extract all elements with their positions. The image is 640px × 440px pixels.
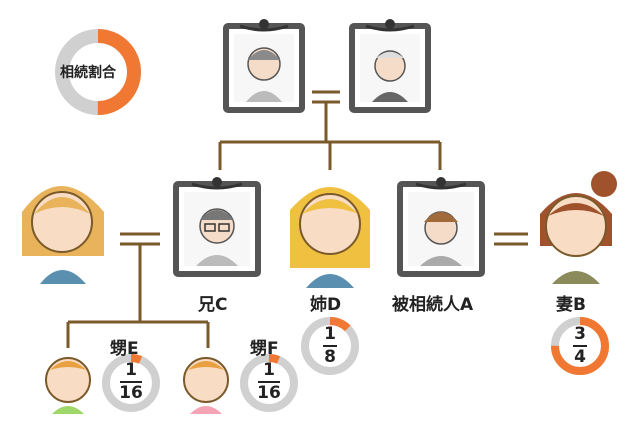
share-arc — [240, 354, 298, 412]
label-nephew-f: 甥F — [250, 339, 279, 359]
grandmother-portrait-frame — [223, 19, 305, 113]
label-sister-d: 姉D — [310, 295, 342, 315]
brother-c-spouse-avatar — [22, 186, 104, 284]
nephew-f-avatar — [183, 357, 229, 414]
share-arc — [301, 317, 359, 375]
fraction-bar — [573, 345, 587, 347]
fraction-bar — [258, 381, 280, 383]
label-brother-c: 兄C — [198, 295, 228, 315]
nephew-e-avatar — [45, 357, 91, 414]
grandfather-portrait-frame — [349, 19, 431, 113]
fraction-wife-b: 3 4 — [562, 326, 598, 366]
fraction-nephew-f: 1 16 — [249, 362, 289, 402]
deceased-a-portrait-frame — [397, 177, 485, 277]
label-wife-b: 妻B — [556, 295, 586, 315]
relation-lines — [66, 90, 528, 348]
legend-ring — [55, 29, 141, 115]
sister-d-avatar — [290, 187, 370, 288]
wife-b-avatar — [540, 171, 617, 284]
share-arc — [551, 317, 609, 375]
fraction-numerator: 1 — [125, 360, 137, 380]
fraction-numerator: 1 — [324, 324, 336, 344]
fraction-numerator: 3 — [574, 324, 586, 344]
fraction-bar — [120, 381, 142, 383]
fraction-denominator: 8 — [324, 347, 336, 367]
fraction-nephew-e: 1 16 — [111, 362, 151, 402]
fraction-denominator: 4 — [574, 347, 586, 367]
brother-c-portrait-frame — [173, 177, 261, 277]
fraction-numerator: 1 — [263, 360, 275, 380]
share-arc — [102, 354, 160, 412]
fraction-denominator: 16 — [257, 383, 281, 403]
fraction-sister-d: 1 8 — [312, 326, 348, 366]
fraction-bar — [323, 345, 337, 347]
label-deceased-a: 被相続人A — [392, 295, 474, 315]
share-ring-nephew-e — [102, 354, 160, 412]
legend-label: 相続割合 — [60, 65, 116, 81]
fraction-denominator: 16 — [119, 383, 143, 403]
share-arc — [55, 29, 141, 115]
label-nephew-e: 甥E — [110, 339, 139, 359]
share-ring-nephew-f — [240, 354, 298, 412]
